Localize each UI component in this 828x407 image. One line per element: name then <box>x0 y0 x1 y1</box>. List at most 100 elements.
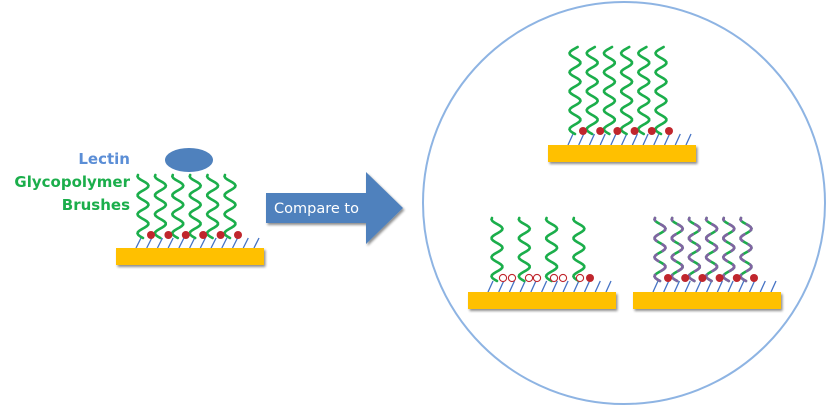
sugar-open <box>549 273 559 283</box>
sugar-filled <box>665 127 673 135</box>
polymer-chain <box>568 45 582 136</box>
linker <box>706 280 713 293</box>
polymer-chain-purple-segment <box>687 216 702 283</box>
linker <box>727 280 734 293</box>
lectin-shape <box>165 148 213 172</box>
linker <box>530 280 537 293</box>
sugar-open <box>532 273 542 283</box>
polymer-chain-purple-segment <box>704 216 719 283</box>
sugar-filled <box>579 127 587 135</box>
linker <box>583 280 591 293</box>
sugar-filled <box>164 231 173 239</box>
linker <box>562 280 569 293</box>
polymer-chain <box>544 216 559 283</box>
linker <box>231 237 239 249</box>
linker <box>594 280 601 293</box>
linker <box>567 133 574 146</box>
polymer-chain <box>517 216 532 283</box>
linker <box>663 280 670 293</box>
panel-reference <box>116 173 264 265</box>
compare-arrow: Compare to <box>266 172 403 244</box>
polymer-chain <box>136 173 150 240</box>
gold-substrate <box>116 248 264 265</box>
linker <box>199 237 206 249</box>
sugar-filled <box>647 127 656 135</box>
sugar-filled <box>732 274 741 282</box>
linker <box>189 237 196 249</box>
comparison-circle <box>422 1 826 405</box>
polymer-chain <box>153 173 168 240</box>
panel-compare-bottom-left <box>468 216 616 309</box>
sugar-open <box>575 273 585 283</box>
linker <box>588 133 596 146</box>
sugar-filled <box>181 231 190 239</box>
sugar-filled <box>596 127 605 135</box>
linker <box>599 133 606 146</box>
linker <box>673 280 681 293</box>
sugar-filled <box>216 231 225 239</box>
linker <box>642 133 649 146</box>
sugar-filled <box>613 127 622 135</box>
sugar-filled <box>199 231 208 239</box>
sugar-open <box>524 273 534 283</box>
polymer-chain <box>585 45 600 136</box>
polymer-chain-purple-segment <box>721 216 736 283</box>
linker <box>498 280 505 293</box>
sugar-open <box>558 273 568 283</box>
linker <box>610 133 617 146</box>
panel-compare-top <box>548 45 696 162</box>
linker <box>135 237 142 249</box>
linker <box>738 280 745 293</box>
linker <box>519 280 526 293</box>
polymer-chain-purple-segment <box>653 216 667 283</box>
lectin-label: Lectin <box>78 150 130 168</box>
linker <box>541 280 548 293</box>
polymer-chain <box>654 45 668 136</box>
arrow-label: Compare to <box>274 201 359 217</box>
linker <box>156 237 164 249</box>
linker <box>178 237 185 249</box>
gold-substrate <box>633 292 781 309</box>
linker <box>748 280 756 293</box>
polymer-chain <box>170 173 185 240</box>
sugar-open <box>507 273 517 283</box>
sugar-filled <box>234 231 242 239</box>
gold-substrate <box>468 292 616 309</box>
polymer-chain-purple-segment <box>739 216 753 283</box>
linker <box>508 280 516 293</box>
polymer-chain <box>188 173 203 240</box>
polymer-chain <box>636 45 651 136</box>
sugar-filled <box>681 274 690 282</box>
sugar-filled <box>630 127 639 135</box>
linker <box>578 133 585 146</box>
arrow-shape <box>266 172 403 244</box>
sugar-filled <box>586 274 594 282</box>
linker <box>551 280 558 293</box>
glycopolymer-label: Glycopolymer <box>14 173 130 191</box>
panels-layer <box>116 45 781 309</box>
gold-substrate <box>548 145 696 162</box>
linker <box>684 280 691 293</box>
sugar-filled <box>750 274 758 282</box>
linker <box>221 237 228 249</box>
linker <box>695 280 702 293</box>
linker <box>716 280 723 293</box>
polymer-chain <box>490 216 504 283</box>
sugar-open <box>498 273 508 283</box>
linker <box>685 133 692 146</box>
panel-compare-bottom-right <box>633 216 781 309</box>
brushes-label: Brushes <box>62 196 130 214</box>
polymer-chain <box>619 45 634 136</box>
linker <box>242 237 249 249</box>
linker <box>674 133 681 146</box>
linker <box>770 280 777 293</box>
linker <box>663 133 671 146</box>
linker <box>210 237 217 249</box>
polymer-chain <box>572 216 586 283</box>
linker <box>167 237 174 249</box>
sugar-filled <box>698 274 707 282</box>
linker <box>487 280 494 293</box>
polymer-chain-purple-segment <box>670 216 685 283</box>
sugar-filled <box>147 231 155 239</box>
